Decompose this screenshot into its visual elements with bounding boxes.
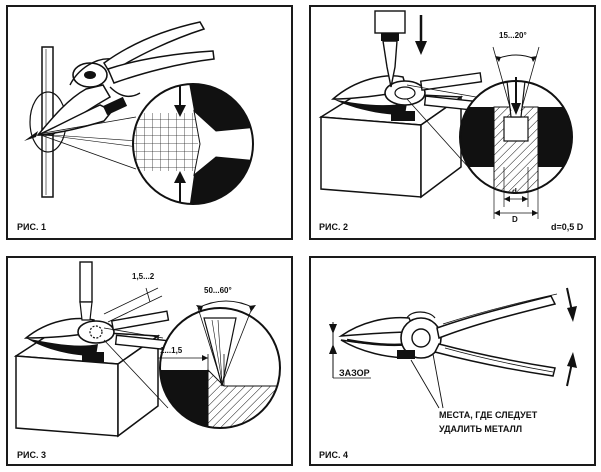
gap-label: ЗАЗОР [339,368,370,378]
taper-angle-label: 15...20° [499,31,527,40]
figure-caption: РИС. 1 [17,222,46,232]
figure-4-panel: ЗАЗОР МЕСТА, ГДЕ СЛЕДУЕТ УДАЛИТЬ МЕТАЛЛ … [309,256,596,466]
land-width-label: 1...1,5 [160,346,183,355]
figure-3-panel: 1,5...2 50...60° 1...1,5 РИС. 3 [6,256,293,466]
figure-caption: РИС. 3 [17,450,46,460]
figure-4-drawing [329,287,577,409]
metal-removal-note-line2: УДАЛИТЬ МЕТАЛЛ [439,424,523,434]
diameter-ratio-label: d=0,5 D [551,222,584,232]
figure-2-panel: 15...20° d D РИС. 2 d=0,5 D [309,5,596,240]
metal-removal-note-line1: МЕСТА, ГДЕ СЛЕДУЕТ [439,410,538,420]
figure-1-drawing [24,21,254,205]
figure-2-drawing [318,10,573,219]
hole-D-label: D [512,215,518,224]
figure-3-drawing [13,261,281,438]
figure-caption: РИС. 2 [319,222,348,232]
edge-width-label: 1,5...2 [132,272,155,281]
figure-caption: РИС. 4 [319,450,348,460]
grind-angle-label: 50...60° [204,286,232,295]
figure-1-panel: РИС. 1 [6,5,293,240]
hole-d-label: d [512,187,517,196]
